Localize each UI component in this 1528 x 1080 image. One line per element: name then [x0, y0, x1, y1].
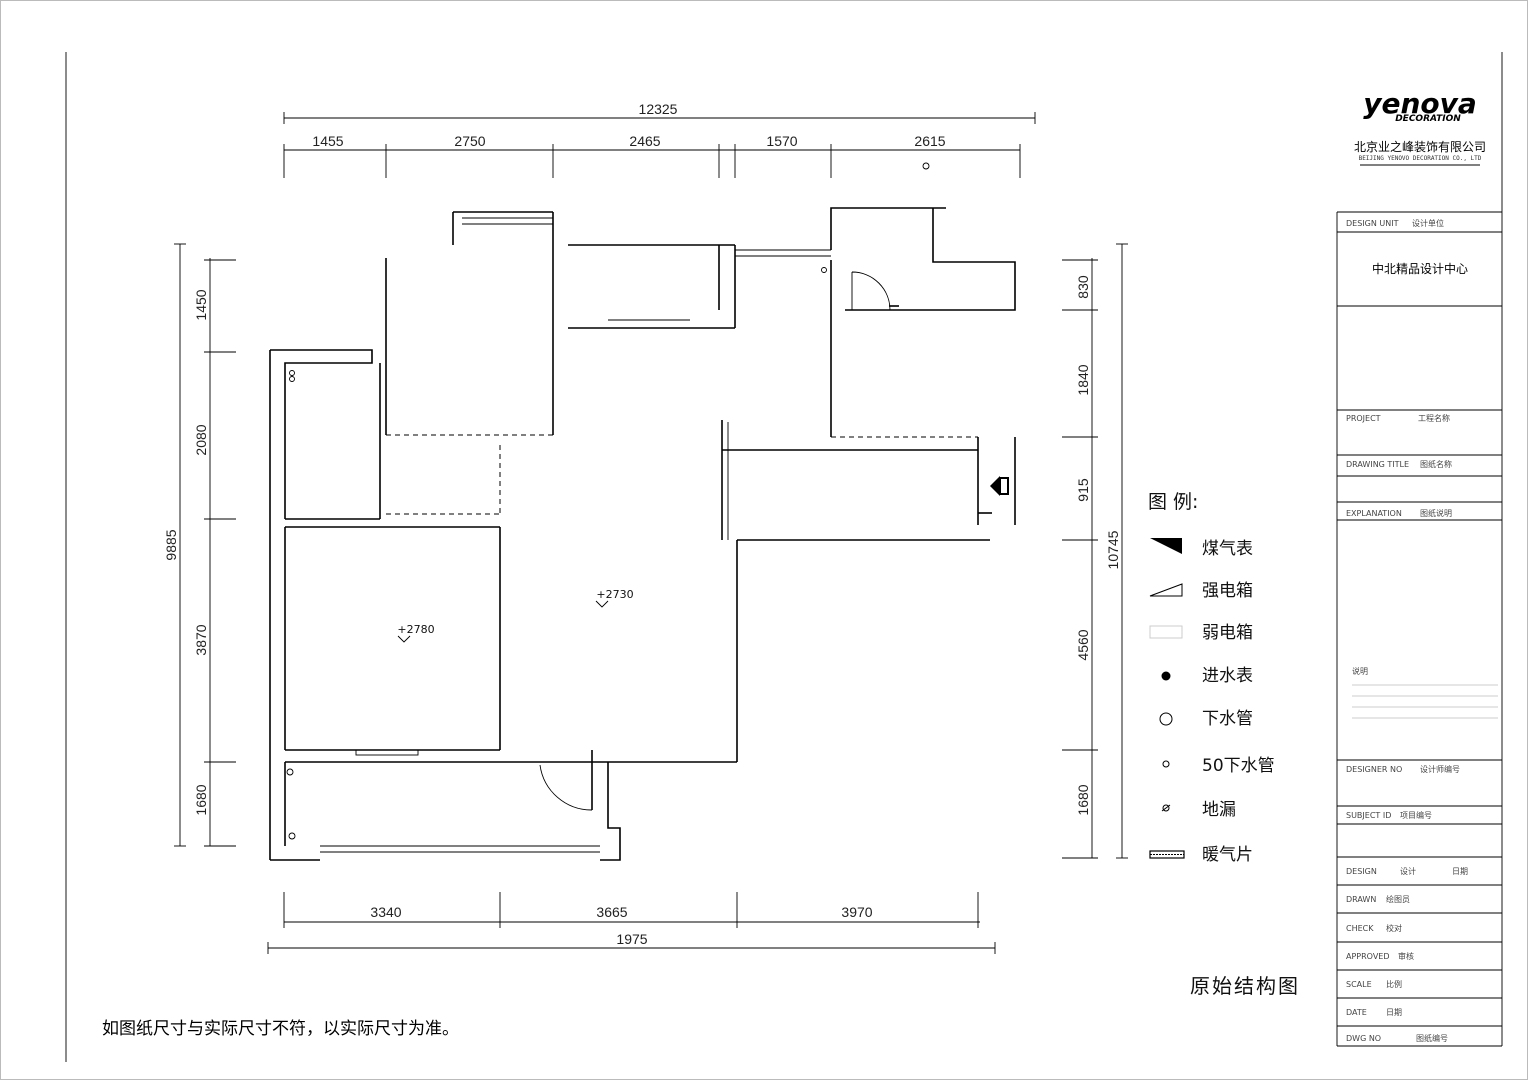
left-dimension-2: 2080 — [193, 424, 209, 455]
design-row-cn: 设计 — [1400, 866, 1416, 876]
floor-plan: +2780 +2730 — [269, 207, 1016, 861]
wall-bath-right — [845, 208, 1016, 311]
bath-door-swing — [851, 271, 891, 311]
legend-label-drain-pipe-50: 50下水管 — [1202, 756, 1275, 776]
left-dimension-1: 1450 — [193, 289, 209, 320]
company-logo: yenova — [1363, 87, 1477, 120]
legend-label-floor-drain: 地漏 — [1202, 800, 1236, 820]
right-dimension-2: 1840 — [1075, 364, 1091, 395]
floor-level-living: +2730 — [596, 588, 633, 601]
wall-balcony-right — [600, 762, 621, 861]
legend-label-gas-meter: 煤气表 — [1202, 539, 1253, 559]
strong-electric-box-icon — [1149, 583, 1183, 597]
top-dimension-5: 2615 — [914, 133, 945, 149]
left-total-dimension: 9885 — [163, 529, 179, 560]
top-dimension-4: 1570 — [766, 133, 797, 149]
drawing-title: 原始结构图 — [1190, 974, 1300, 998]
left-dimension-3: 3870 — [193, 624, 209, 655]
bottom-dimension-chain: 3340 3665 3970 1975 — [267, 892, 996, 954]
drawn-cn: 绘图员 — [1386, 894, 1410, 904]
left-dimension-chain: 9885 1450 2080 3870 1680 — [163, 243, 236, 847]
scale-label: SCALE — [1346, 980, 1372, 989]
bottom-dimension-3: 3970 — [841, 904, 872, 920]
weak-electric-box-icon — [1149, 625, 1183, 639]
subject-id-cn: 项目编号 — [1400, 810, 1432, 820]
level-marker-icon — [397, 635, 411, 643]
title-block: yenova DECORATION 北京业之峰装饰有限公司 BEIJING YE… — [1336, 52, 1503, 1047]
notes-title: 说明 — [1352, 666, 1368, 676]
project-cn: 工程名称 — [1418, 413, 1450, 423]
design-center-name: 中北精品设计中心 — [1372, 261, 1468, 276]
top-dimension-2: 2750 — [454, 133, 485, 149]
floor-drain-icon — [1161, 804, 1171, 812]
company-name-en: BEIJING YENOVO DECORATION CO., LTD — [1359, 155, 1482, 162]
bottom-dimension-1: 3340 — [370, 904, 401, 920]
approved-label: APPROVED — [1346, 952, 1390, 961]
wall-bath-top — [830, 207, 946, 250]
drain-pipe-50-icon — [1162, 760, 1170, 768]
explanation-cn: 图纸说明 — [1420, 508, 1452, 518]
legend-label-water-meter: 进水表 — [1202, 666, 1253, 686]
top-dimension-3: 2465 — [629, 133, 660, 149]
designer-no-cn: 设计师编号 — [1420, 764, 1460, 774]
left-dimension-4: 1680 — [193, 784, 209, 815]
drawing-title-label: DRAWING TITLE — [1346, 460, 1409, 469]
bottom-total-dimension: 1975 — [616, 931, 647, 947]
scale-cn: 比例 — [1386, 979, 1402, 989]
drawing-title-cn: 图纸名称 — [1420, 459, 1452, 469]
legend: 图 例: 煤气表 强电箱 弱电箱 进水表 下水管 50下水管 地漏 暖气片 — [1148, 491, 1275, 865]
dwg-no-cn: 图纸编号 — [1416, 1033, 1448, 1043]
legend-label-radiator: 暖气片 — [1202, 845, 1253, 865]
date-row-cn: 日期 — [1386, 1008, 1402, 1017]
legend-label-drain-pipe: 下水管 — [1202, 709, 1253, 729]
dwg-no-label: DWG NO — [1346, 1034, 1381, 1043]
bottom-dimension-2: 3665 — [596, 904, 627, 920]
top-dimension-1: 1455 — [312, 133, 343, 149]
explanation-label: EXPLANATION — [1346, 509, 1402, 518]
notes-text-lines — [1352, 684, 1498, 719]
water-meter-icon — [1161, 671, 1171, 681]
designer-no-label: DESIGNER NO — [1346, 765, 1402, 774]
top-total-dimension: 12325 — [639, 101, 678, 117]
date-label: 日期 — [1452, 867, 1468, 876]
check-cn: 校对 — [1386, 923, 1402, 933]
top-dimension-chain: 12325 1455 2750 2465 1570 2615 — [283, 101, 1036, 178]
radiator-icon — [1149, 850, 1185, 859]
company-name-cn: 北京业之峰装饰有限公司 — [1354, 140, 1486, 154]
right-dimension-chain: 10745 830 1840 915 4560 1680 — [1062, 243, 1128, 859]
level-marker-icon — [595, 600, 609, 608]
drawn-label: DRAWN — [1346, 895, 1376, 904]
legend-title: 图 例: — [1148, 491, 1198, 513]
bedroom-door-slider — [355, 749, 419, 756]
approved-cn: 审核 — [1398, 951, 1414, 961]
drain-pipe-icon — [1159, 712, 1173, 726]
wall-left-upper — [270, 349, 373, 519]
company-logo-sub: DECORATION — [1395, 114, 1461, 124]
design-unit-cn: 设计单位 — [1412, 218, 1444, 228]
date-row-label: DATE — [1346, 1008, 1367, 1017]
legend-label-weak-electric: 弱电箱 — [1202, 623, 1253, 643]
balcony-door-swing — [539, 764, 593, 811]
design-unit-label: DESIGN UNIT — [1346, 219, 1399, 228]
gas-meter-icon — [1150, 538, 1182, 554]
design-row-label: DESIGN — [1346, 867, 1377, 876]
subject-id-label: SUBJECT ID — [1346, 811, 1391, 820]
right-total-dimension: 10745 — [1105, 530, 1121, 569]
footer-note: 如图纸尺寸与实际尺寸不符，以实际尺寸为准。 — [102, 1019, 459, 1039]
floor-level-bedroom: +2780 — [397, 623, 434, 636]
legend-label-strong-electric: 强电箱 — [1202, 581, 1253, 601]
right-dimension-1: 830 — [1075, 275, 1091, 299]
project-label: PROJECT — [1346, 414, 1381, 423]
right-dimension-4: 4560 — [1075, 629, 1091, 660]
right-dimension-3: 915 — [1075, 478, 1091, 502]
check-label: CHECK — [1346, 924, 1374, 933]
entry-arrow-icon — [990, 476, 1000, 496]
right-dimension-5: 1680 — [1075, 784, 1091, 815]
